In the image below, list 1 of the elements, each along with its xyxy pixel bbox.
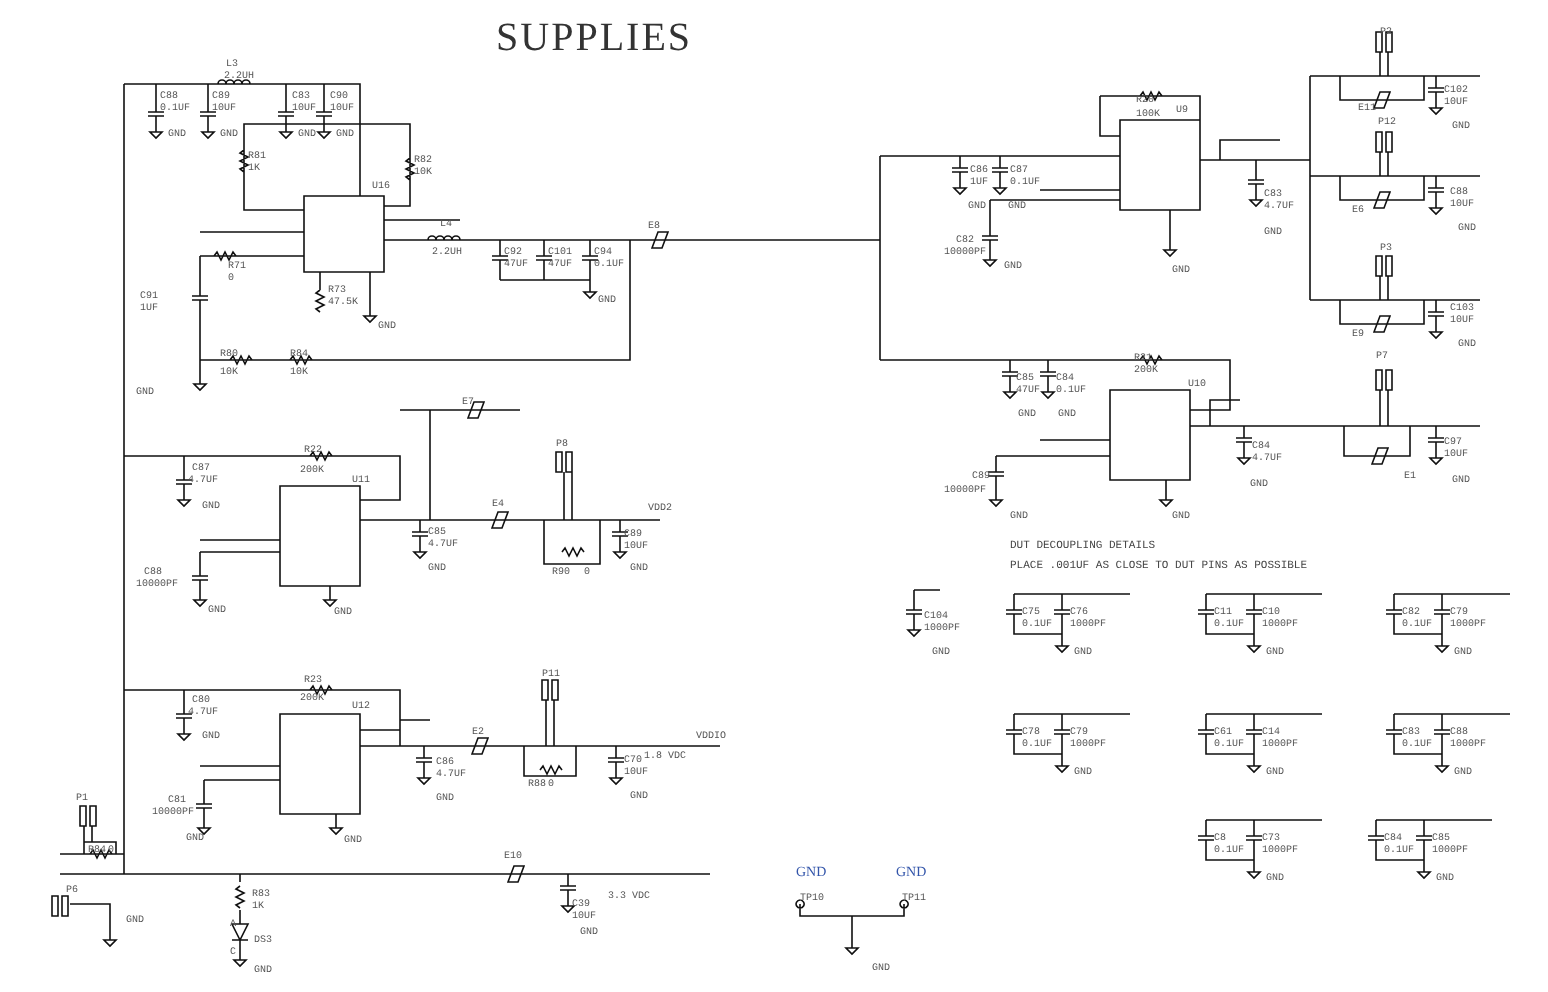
title: SUPPLIES	[496, 16, 693, 60]
